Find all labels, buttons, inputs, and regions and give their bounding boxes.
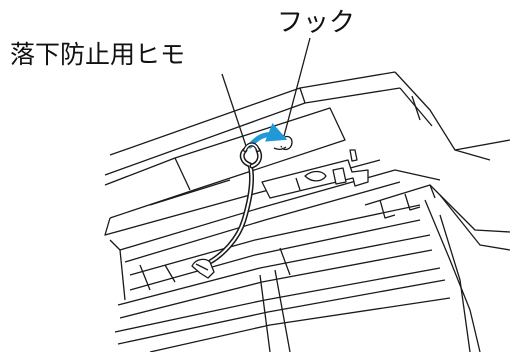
hook-bracket <box>261 135 369 199</box>
leader-lines <box>221 37 311 147</box>
upper-casing <box>104 71 510 176</box>
louver-blades <box>114 204 451 352</box>
filter-frame <box>364 184 510 352</box>
strap-clip-icon <box>191 258 215 279</box>
hook-leader-line <box>283 37 311 137</box>
hook-label: フック <box>277 8 356 38</box>
strap-label: 落下防止用ヒモ <box>10 40 186 69</box>
strap-leader-line <box>221 73 247 147</box>
fall-prevention-strap <box>207 142 263 265</box>
